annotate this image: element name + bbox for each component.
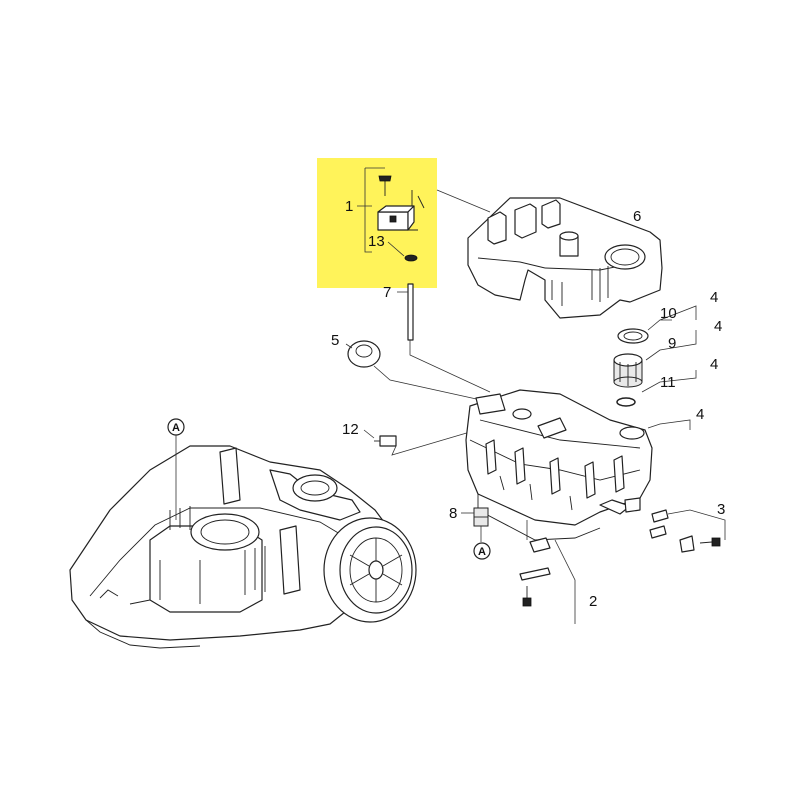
label-part-8: 8 xyxy=(449,505,457,522)
label-part-11: 11 xyxy=(660,374,676,391)
label-part-13: 13 xyxy=(368,233,385,250)
label-part-4b: 4 xyxy=(714,318,722,335)
clip-part-12 xyxy=(363,429,471,456)
clamp-part-2 xyxy=(519,520,576,624)
micro-switch-part-1 xyxy=(357,167,425,262)
svg-text:A: A xyxy=(172,422,180,434)
tank-housing xyxy=(465,389,653,541)
label-part-3: 3 xyxy=(717,501,725,518)
label-part-4d: 4 xyxy=(696,406,704,423)
marker-a-top: A xyxy=(167,418,185,520)
label-part-7: 7 xyxy=(383,284,391,301)
label-part-10: 10 xyxy=(660,305,677,322)
label-part-5: 5 xyxy=(331,332,339,349)
marker-a-bottom: A xyxy=(473,542,491,560)
float-part-5 xyxy=(345,340,491,403)
seal-part-10 xyxy=(617,328,649,344)
cover-part-6 xyxy=(467,197,663,319)
label-part-2: 2 xyxy=(589,593,597,610)
wheel xyxy=(323,517,417,623)
svg-text:A: A xyxy=(478,546,486,558)
label-part-12: 12 xyxy=(342,421,359,438)
label-part-6: 6 xyxy=(633,208,641,225)
nut-part-8 xyxy=(461,507,489,542)
label-part-4c: 4 xyxy=(710,356,718,373)
o-ring-part-11 xyxy=(616,397,636,407)
screw-part-3 xyxy=(649,509,726,553)
shaft-part-7 xyxy=(397,283,491,393)
machine-base xyxy=(69,445,391,649)
highlight-box xyxy=(317,158,437,288)
valve-part-9 xyxy=(613,353,643,388)
label-part-9: 9 xyxy=(668,335,676,352)
label-part-1: 1 xyxy=(345,198,353,215)
label-part-4a: 4 xyxy=(710,289,718,306)
